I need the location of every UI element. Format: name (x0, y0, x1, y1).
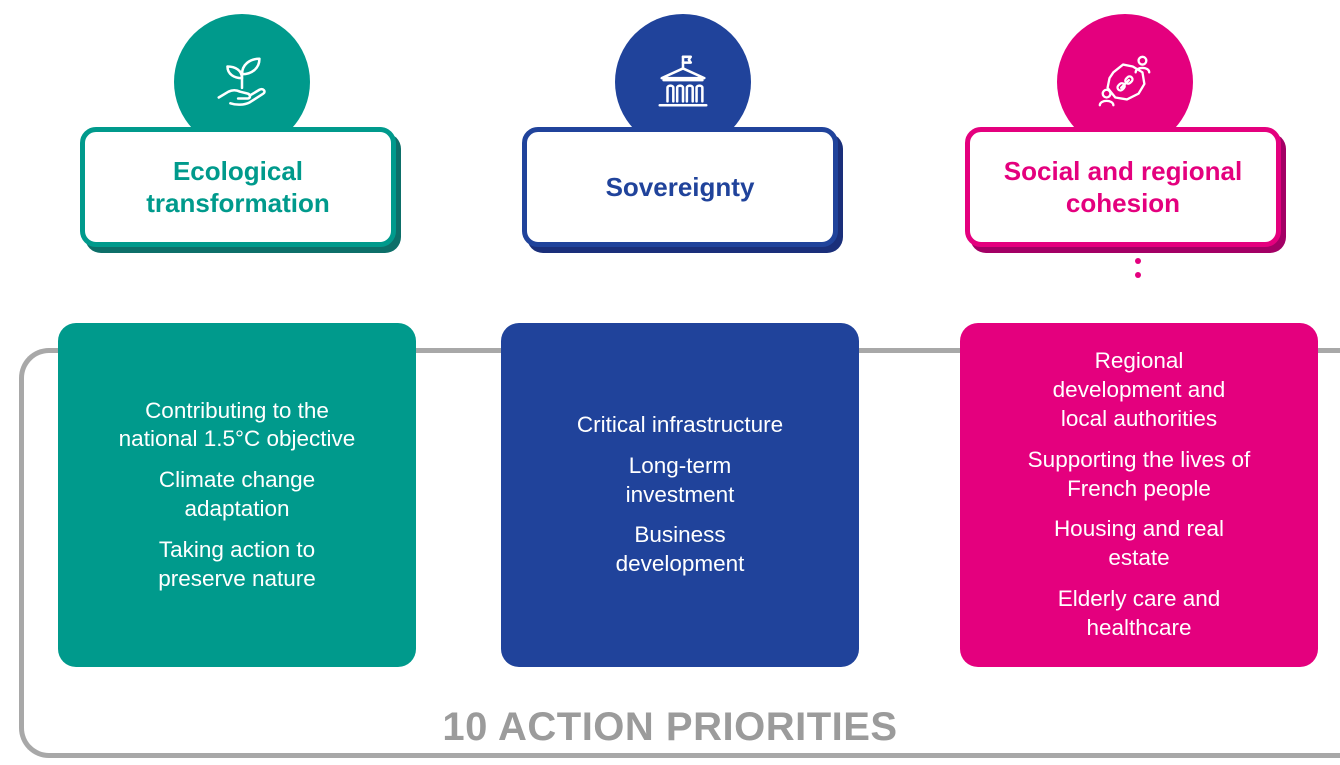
frame-title: 10 ACTION PRIORITIES (442, 705, 898, 749)
ecological-item: Climate change adaptation (158, 467, 316, 521)
sovereignty-title-box: Sovereignty (522, 127, 838, 247)
ecological-item: Contributing to the national 1.5°C objec… (118, 397, 356, 452)
plant-in-hand-icon (217, 57, 266, 106)
ecological-card: Contributing to the national 1.5°C objec… (58, 323, 416, 667)
people-map-link-icon (1098, 55, 1151, 107)
ecological-title: Ecological transformation (146, 155, 330, 219)
social-title-box: Social and regional cohesion (965, 127, 1281, 247)
social-item: Elderly care and healthcare (1057, 585, 1221, 640)
sovereignty-item: Critical infrastructure (576, 412, 784, 437)
social-title: Social and regional cohesion (1003, 155, 1243, 219)
sovereignty-item: Business development (615, 522, 745, 577)
connector-dots (1135, 258, 1141, 278)
ecological-title-box: Ecological transformation (80, 127, 396, 247)
institution-building-icon (658, 55, 708, 107)
sovereignty-title: Sovereignty (605, 171, 755, 202)
sovereignty-card: Critical infrastructure Long-term invest… (501, 323, 859, 667)
social-item: Regional development and local authoriti… (1052, 348, 1226, 431)
social-item: Supporting the lives of French people (1027, 446, 1251, 501)
social-card: Regional development and local authoriti… (960, 323, 1318, 667)
ecological-item: Taking action to preserve nature (158, 536, 316, 591)
social-item: Housing and real estate (1053, 516, 1225, 571)
sovereignty-item: Long-term investment (625, 452, 735, 507)
